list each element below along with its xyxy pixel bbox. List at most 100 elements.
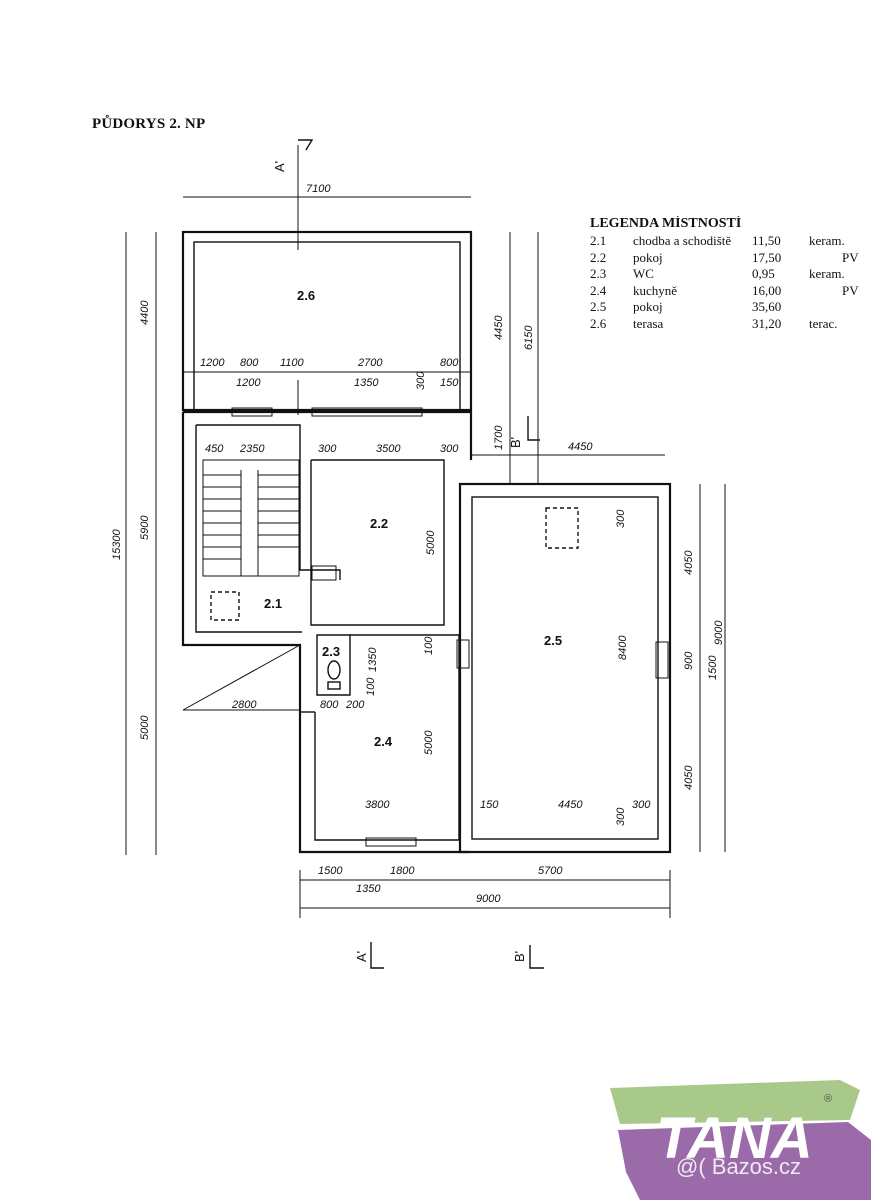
section-marker-a-bottom (370, 942, 384, 969)
room-25-outline (458, 482, 672, 854)
legend-floor: PV (842, 282, 859, 298)
dimension-label: 1800 (390, 865, 415, 877)
legend-area: 0,95 (752, 266, 775, 281)
legend-area: 17,50 (752, 249, 782, 265)
dimension-label: 300 (440, 443, 459, 455)
logo-text: TANA (656, 1106, 813, 1171)
legend-floor: PV (842, 249, 859, 265)
legend-name: pokoj (633, 249, 663, 265)
legend-no: 2.3 (590, 266, 607, 281)
legend-area: 11,50 (752, 233, 781, 248)
dimension-label: 300 (318, 443, 337, 455)
section-marker-b-mid (527, 416, 540, 441)
dimension-label: 300 (415, 371, 427, 390)
dimension-label: 1500 (318, 865, 343, 877)
room-legend: LEGENDA MÍSTNOSTÍ 2.1 chodba a schodiště… (590, 216, 871, 332)
dimension-label: 5000 (423, 730, 435, 755)
dimension-label: 100 (365, 677, 377, 696)
dimension-label: 5000 (425, 530, 437, 555)
dimension-label: 450 (205, 443, 224, 455)
dimension-label: 1350 (367, 647, 379, 672)
logo-registered-mark: ® (824, 1093, 832, 1105)
legend-row: 2.2 pokoj 17,50 PV (590, 250, 871, 267)
legend-no: 2.4 (590, 282, 607, 298)
dimension-label: 2350 (239, 443, 265, 455)
dimension-label: 4050 (683, 550, 695, 575)
dimension-label: 800 (440, 357, 459, 369)
room-25-inner (471, 496, 659, 840)
legend-name: terasa (633, 315, 664, 331)
legend-area: 31,20 (752, 315, 782, 331)
dimension-label: 9000 (713, 620, 725, 645)
legend-name: pokoj (633, 299, 663, 314)
partition-21-22 (299, 460, 341, 580)
dimension-label: 2800 (231, 699, 257, 711)
dimension-label: 7100 (306, 183, 331, 195)
dimension-label: 5000 (139, 715, 151, 740)
terrace-outline (181, 230, 473, 412)
legend-row: 2.6 terasa 31,20 terac. (590, 316, 871, 333)
room-label-2-1: 2.1 (264, 596, 282, 611)
dimension-label: 3800 (365, 799, 390, 811)
legend-floor: keram. (809, 233, 845, 248)
plan-title: PŮDORYS 2. NP (92, 116, 206, 132)
plan-lines (125, 139, 726, 969)
dimension-label: 4450 (558, 799, 583, 811)
dimension-label: 6150 (523, 325, 535, 350)
dimension-label: 8400 (617, 635, 629, 660)
legend-row: 2.3 WC 0,95 keram. (590, 266, 871, 283)
dimension-label: 4450 (568, 441, 593, 453)
wc-walls (316, 634, 351, 696)
dimension-label: 3500 (376, 443, 401, 455)
room-label-2-6: 2.6 (297, 288, 315, 303)
legend-row: 2.5 pokoj 35,60 (590, 299, 871, 316)
legend-row: 2.4 kuchyně 16,00 PV (590, 283, 871, 300)
dimension-label: 150 (480, 799, 499, 811)
section-marker-b-bottom (529, 945, 544, 969)
dimension-label: 1100 (280, 357, 305, 369)
dimension-label: 15300 (111, 529, 123, 560)
staircase (202, 459, 300, 577)
legend-area: 16,00 (752, 282, 782, 298)
dimension-label: 1200 (236, 377, 261, 389)
column-mark (545, 507, 579, 549)
kitchen-top-wall (350, 634, 460, 712)
tana-logo: TANA ® (610, 1080, 871, 1200)
stair-hall-top (196, 424, 301, 460)
terrace-inner (193, 241, 461, 411)
room-label-2-5: 2.5 (544, 633, 562, 648)
dimension-label: 1700 (493, 425, 505, 450)
section-marker-a-top (298, 139, 314, 151)
dimension-label: 800 (320, 699, 339, 711)
dimension-lines (125, 145, 726, 918)
dimension-label: 5700 (538, 865, 563, 877)
legend-no: 2.6 (590, 315, 607, 331)
dimension-label: 300 (632, 799, 651, 811)
dimension-label: 5900 (139, 515, 151, 540)
wc-bowl-icon (327, 660, 341, 680)
logo-purple-band (618, 1122, 871, 1200)
room-label-2-2: 2.2 (370, 516, 388, 531)
room-label-2-4: 2.4 (374, 734, 393, 749)
kitchen-inner (314, 712, 460, 841)
outer-wall-north (183, 410, 473, 460)
legend-floor: terac. (809, 315, 838, 331)
section-label-b-bottom: B' (512, 951, 527, 962)
legend-no: 2.5 (590, 299, 607, 314)
legend-name: chodba a schodiště (633, 233, 732, 248)
dimension-label: 1500 (707, 655, 719, 680)
room-label-2-3: 2.3 (322, 644, 340, 659)
windows (231, 407, 669, 847)
legend-area: 35,60 (752, 299, 782, 314)
chimney-mark (210, 591, 240, 621)
legend-row: 2.1 chodba a schodiště 11,50 keram. (590, 233, 871, 250)
dimension-label: 200 (345, 699, 365, 711)
dimension-label: 100 (423, 636, 435, 655)
section-label-a-bottom: A' (354, 951, 369, 962)
legend-floor: keram. (809, 266, 845, 281)
logo-green-band (610, 1080, 860, 1124)
dimension-label: 900 (683, 651, 695, 670)
dimension-label: 4400 (139, 300, 151, 325)
balcony-hatch (182, 644, 301, 711)
